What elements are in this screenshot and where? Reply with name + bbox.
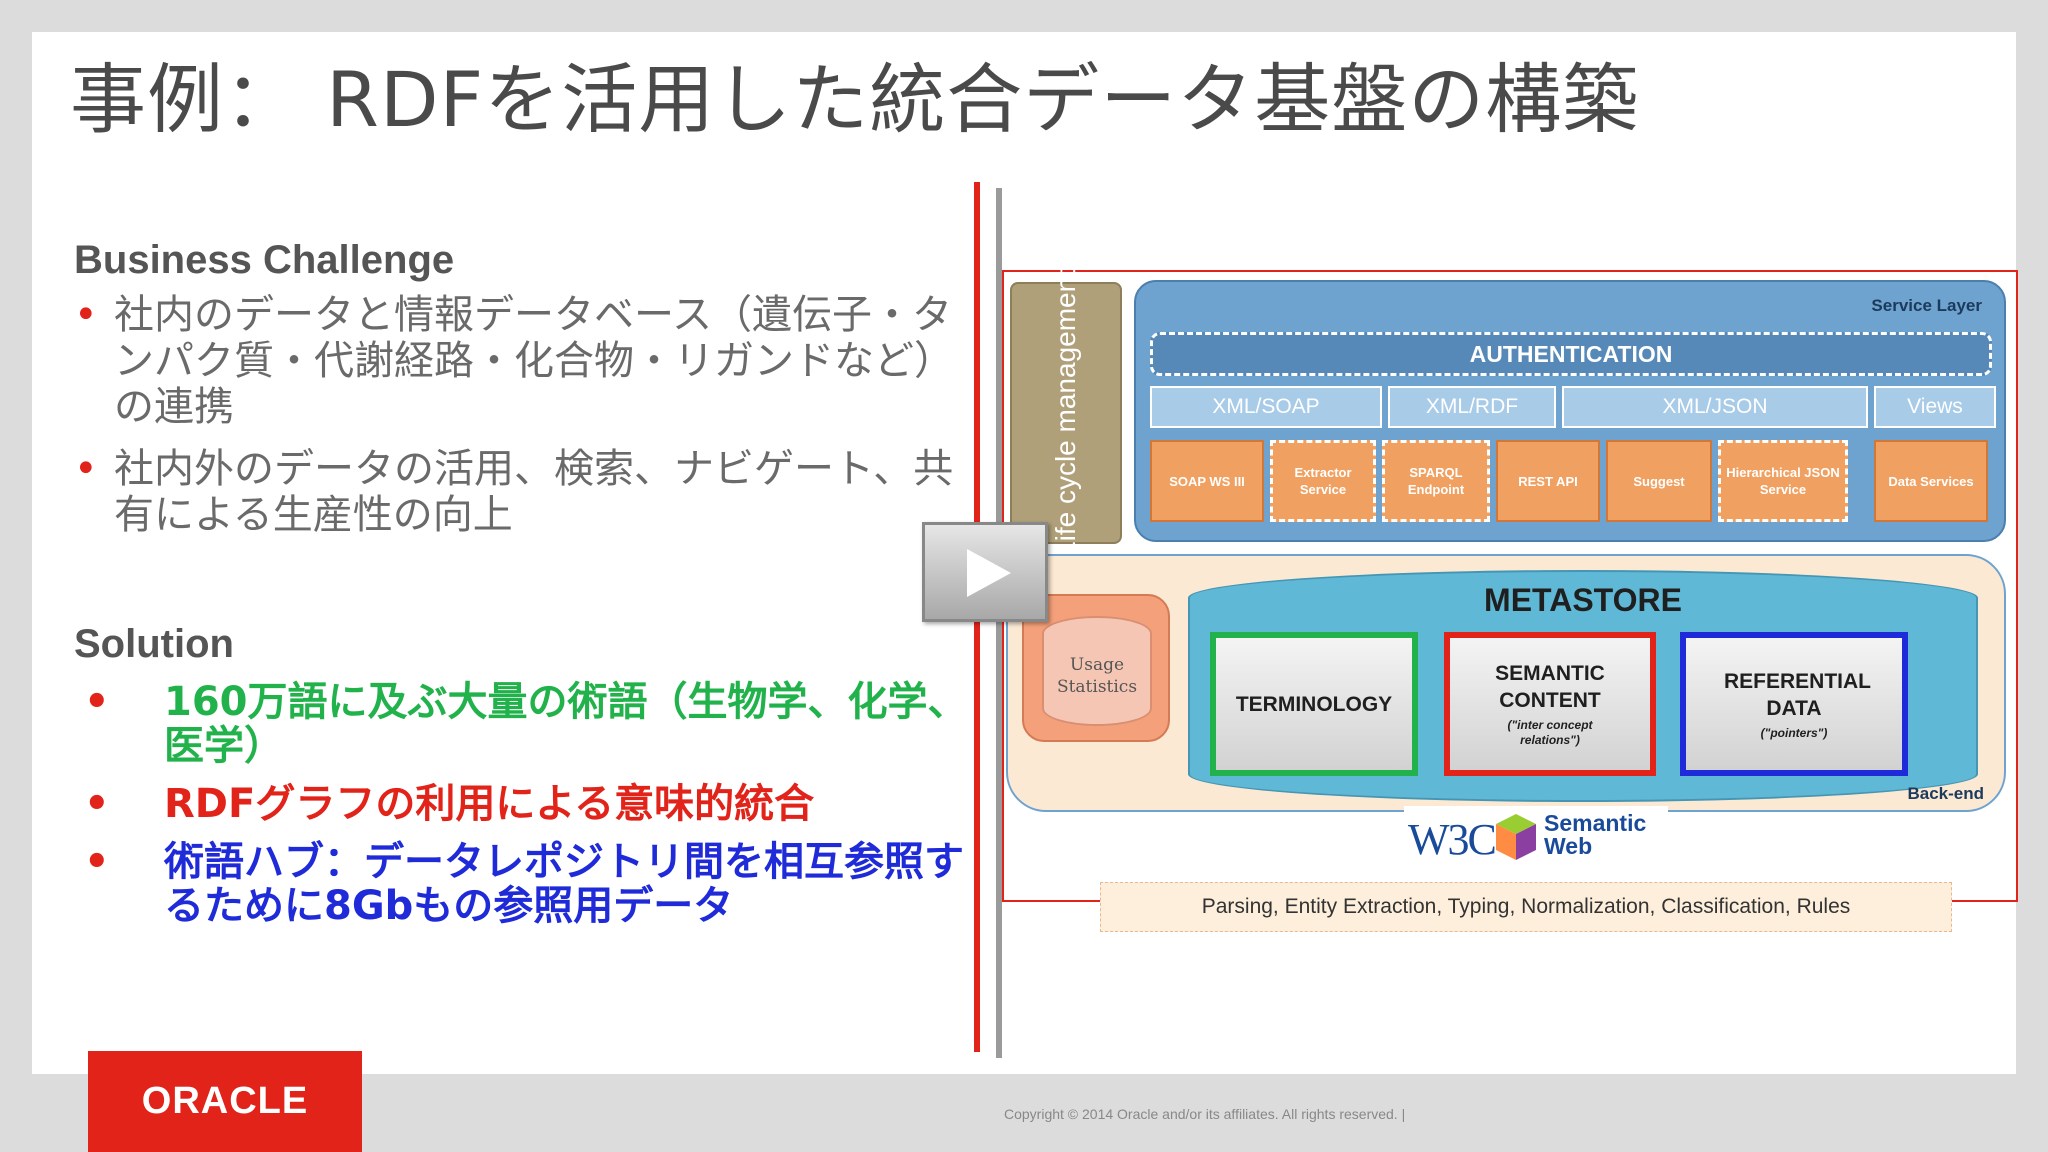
slide: 事例： RDFを活用した統合データ基盤の構築 Business Challeng… [32, 32, 2018, 1074]
semantic-web-cube-icon [1496, 814, 1536, 860]
service-layer: Service Layer AUTHENTICATION XML/SOAP XM… [1134, 280, 2006, 542]
copyright-text: Copyright © 2014 Oracle and/or its affil… [1004, 1106, 1406, 1122]
semantic-web-label: Semantic Web [1544, 810, 1647, 859]
w3c-label: W3C [1408, 815, 1497, 864]
oracle-logo: ORACLE [88, 1051, 362, 1152]
usage-statistics-label: Usage Statistics [1042, 616, 1152, 726]
metastore-title: METASTORE [1484, 582, 1682, 618]
terminology-box: TERMINOLOGY [1210, 632, 1418, 776]
lifecycle-management: Life cycle management [1010, 269, 1122, 557]
service-hierarchical-json: Hierarchical JSON Service [1718, 440, 1848, 522]
service-rest-api: REST API [1496, 440, 1600, 522]
divider-gray [996, 188, 1002, 1058]
challenge-list: •社内のデータと情報データベース（遺伝子・タンパク質・代謝経路・化合物・リガンド… [74, 292, 964, 554]
protocol-xml-rdf: XML/RDF [1388, 386, 1556, 428]
solution-item: •術語ハブ：データレポジトリ間を相互参照するために8Gbもの参照用データ [84, 839, 964, 929]
play-button[interactable] [922, 522, 1048, 622]
authentication-bar: AUTHENTICATION [1150, 332, 1992, 376]
protocol-xml-soap: XML/SOAP [1150, 386, 1382, 428]
metastore: METASTORE TERMINOLOGY SEMANTIC CONTENT (… [1188, 570, 1978, 802]
w3c-semantic-web-logo: W3C Semantic Web [1404, 806, 1668, 870]
service-layer-label: Service Layer [1871, 296, 1982, 315]
lifecycle-label: Life cycle management [1050, 269, 1081, 557]
backend: Usage Statistics METASTORE TERMINOLOGY S… [1006, 554, 2006, 812]
service-soap: SOAP WS III [1150, 440, 1264, 522]
business-challenge-heading: Business Challenge [74, 238, 455, 282]
solution-item: •RDFグラフの利用による意味的統合 [84, 781, 815, 827]
solution-heading: Solution [74, 622, 234, 666]
parsing-bar: Parsing, Entity Extraction, Typing, Norm… [1100, 882, 1952, 932]
service-sparql: SPARQL Endpoint [1382, 440, 1490, 522]
play-icon [967, 549, 1011, 597]
protocol-xml-json: XML/JSON [1562, 386, 1868, 428]
protocol-views: Views [1874, 386, 1996, 428]
architecture-diagram: Life cycle management Service Layer AUTH… [1002, 269, 2018, 932]
solution-list: •160万語に及ぶ大量の術語（生物学、化学、医学） •RDFグラフの利用による意… [74, 680, 974, 942]
challenge-item: •社内のデータと情報データベース（遺伝子・タンパク質・代謝経路・化合物・リガンド… [74, 292, 954, 430]
challenge-item: •社内外のデータの活用、検索、ナビゲート、共有による生産性の向上 [74, 446, 954, 538]
backend-label: Back-end [1907, 784, 1984, 803]
solution-item: •160万語に及ぶ大量の術語（生物学、化学、医学） [84, 679, 968, 769]
referential-data-box: REFERENTIAL DATA ("pointers") [1680, 632, 1908, 776]
service-suggest: Suggest [1606, 440, 1712, 522]
service-data-services: Data Services [1874, 440, 1988, 522]
service-extractor: Extractor Service [1270, 440, 1376, 522]
semantic-content-box: SEMANTIC CONTENT ("inter concept relatio… [1444, 632, 1656, 776]
slide-title: 事例： RDFを活用した統合データ基盤の構築 [70, 55, 1640, 144]
